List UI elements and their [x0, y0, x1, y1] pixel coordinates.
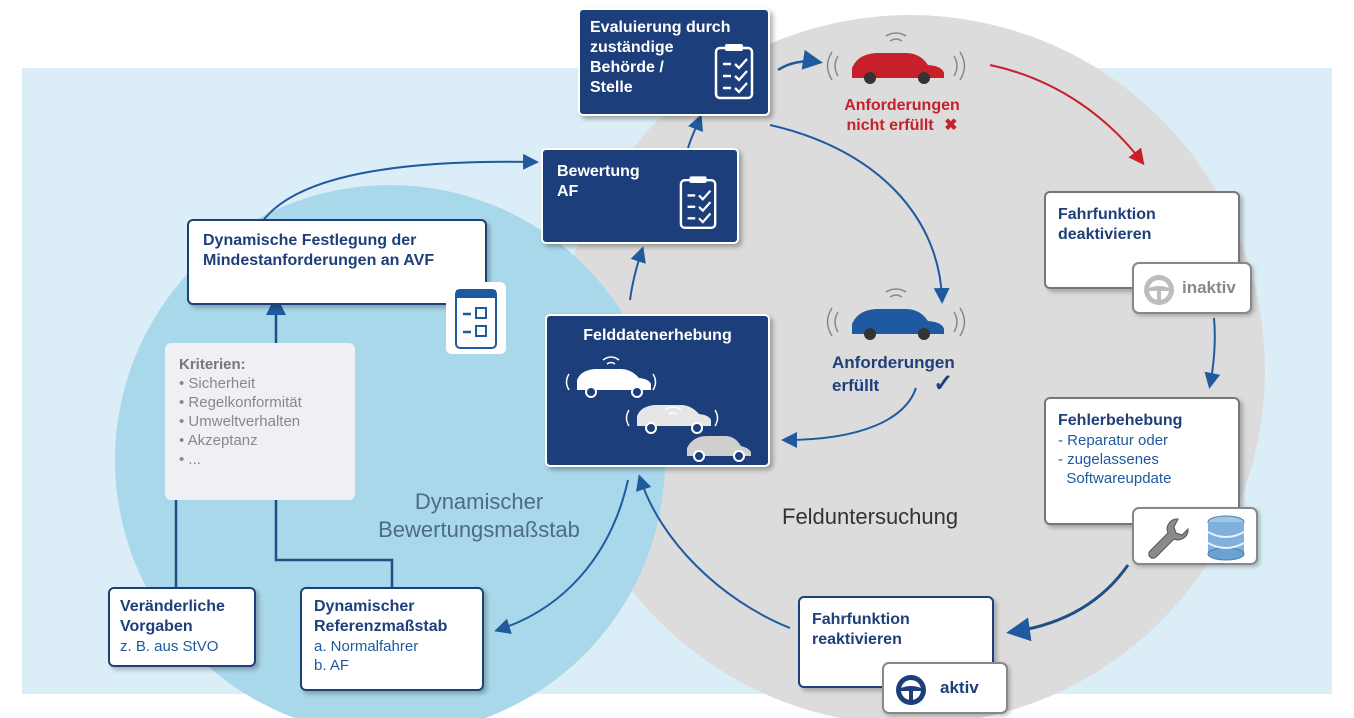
felddaten-title: Felddatenerhebung — [583, 327, 732, 344]
cars-icon — [565, 356, 751, 462]
steering-wheel-icon — [1144, 275, 1174, 305]
met-label: Anforderungen erfüllt ✓ — [832, 352, 982, 396]
criteria-panel: Kriterien: • Sicherheit • Regelkonformit… — [165, 343, 355, 500]
fehler-title: Fehlerbehebung — [1058, 412, 1183, 429]
not-met-line-2: nicht erfüllt ✖ — [832, 116, 972, 136]
wrench-icon — [1148, 518, 1189, 559]
felddaten-box: Felddatenerhebung — [545, 314, 770, 467]
criteria-item: • ... — [179, 451, 201, 468]
fehler-line-3: Softwareupdate — [1058, 470, 1172, 487]
checklist-icon — [679, 176, 717, 229]
arrow-deaktivieren-fehler — [1204, 317, 1221, 389]
criteria-item: • Akzeptanz — [179, 432, 258, 449]
tools-pill — [1132, 507, 1258, 565]
inaktiv-text: inaktiv — [1182, 278, 1236, 297]
criteria-item: • Umweltverhalten — [179, 413, 301, 430]
criteria-item: • Regelkonformität — [179, 394, 302, 411]
deaktivieren-line-2: deaktivieren — [1058, 226, 1152, 243]
form-icon — [446, 282, 506, 354]
checklist-icon — [714, 44, 754, 100]
steering-wheel-icon — [896, 675, 926, 705]
check-icon: ✓ — [933, 370, 954, 397]
referenz-line-2: Referenzmaßstab — [314, 618, 448, 635]
festlegung-line-1: Dynamische Festlegung der — [203, 232, 417, 249]
vorgaben-line-2: Vorgaben — [120, 618, 193, 635]
arrow-felddaten-referenz — [494, 479, 629, 634]
bewertung-box: Bewertung AF — [541, 148, 739, 244]
dyn-bewertung-line-1: Dynamischer — [414, 489, 544, 514]
evaluation-line-2: zuständige — [590, 39, 674, 56]
bewertung-line-2: AF — [557, 183, 579, 200]
red-car-icon — [826, 32, 966, 84]
festlegung-line-2: Mindestanforderungen an AVF — [203, 252, 435, 269]
cross-icon: ✖ — [944, 117, 958, 134]
arrow-fehler-reaktivieren — [1006, 564, 1130, 642]
aktiv-pill: aktiv — [882, 662, 1008, 714]
bewertung-line-1: Bewertung — [557, 163, 640, 180]
blue-evaluation-circle — [115, 185, 665, 718]
fehler-line-1: - Reparatur oder — [1058, 432, 1169, 449]
festlegung-box: Dynamische Festlegung der Mindestanforde… — [187, 219, 487, 305]
reaktivieren-line-1: Fahrfunktion — [812, 611, 910, 628]
evaluation-line-1: Evaluierung durch — [590, 19, 731, 36]
arrow-met-felddaten — [781, 387, 917, 448]
arrow-evaluierung-car-red — [777, 49, 823, 72]
referenz-item-1: a. Normalfahrer — [314, 638, 419, 655]
vorgaben-sub: z. B. aus StVO — [120, 638, 219, 655]
referenz-item-2: b. AF — [314, 657, 350, 674]
arrow-felddaten-bewertung — [629, 246, 646, 301]
fehler-line-2: - zugelassenes — [1058, 451, 1159, 468]
criteria-title: Kriterien: — [179, 356, 246, 373]
arrow-bewertung-evaluierung — [687, 114, 703, 149]
aktiv-text: aktiv — [940, 678, 979, 697]
database-icon — [1207, 515, 1245, 561]
arrow-red-deaktivieren — [989, 64, 1145, 166]
dyn-bewertung-line-2: Bewertungsmaßstab — [378, 517, 580, 542]
referenz-line-1: Dynamischer — [314, 598, 415, 615]
criteria-item: • Sicherheit — [179, 375, 256, 392]
arrow-reaktivieren-felddaten — [636, 474, 791, 629]
felduntersuchung-label: Felduntersuchung — [782, 504, 959, 529]
met-line-1: Anforderungen — [832, 353, 955, 372]
evaluation-line-3: Behörde / — [590, 59, 664, 76]
arrow-evaluierung-met — [769, 124, 950, 304]
dyn-bewertung-label: Dynamischer Bewertungsmaßstab — [354, 488, 604, 544]
met-line-2: erfüllt ✓ — [832, 370, 982, 397]
not-met-line-1: Anforderungen — [844, 97, 960, 114]
form-icon-graphic — [455, 289, 497, 349]
not-met-line-2-text: nicht erfüllt — [846, 117, 934, 134]
not-met-label: Anforderungen nicht erfüllt ✖ — [832, 96, 972, 136]
vorgaben-line-1: Veränderliche — [120, 598, 225, 615]
evaluation-box: Evaluierung durch zuständige Behörde / S… — [578, 8, 770, 116]
referenz-box: Dynamischer Referenzmaßstab a. Normalfah… — [300, 587, 484, 691]
reaktivieren-line-2: reaktivieren — [812, 631, 902, 648]
inaktiv-pill: inaktiv — [1132, 262, 1252, 314]
deaktivieren-line-1: Fahrfunktion — [1058, 206, 1156, 223]
vorgaben-box: Veränderliche Vorgaben z. B. aus StVO — [108, 587, 256, 667]
blue-car-icon — [826, 288, 966, 340]
evaluation-line-4: Stelle — [590, 79, 633, 96]
fehler-box: Fehlerbehebung - Reparatur oder - zugela… — [1044, 397, 1240, 525]
arrow-festlegung-bewertung — [261, 153, 539, 223]
met-line-2-text: erfüllt — [832, 376, 880, 395]
